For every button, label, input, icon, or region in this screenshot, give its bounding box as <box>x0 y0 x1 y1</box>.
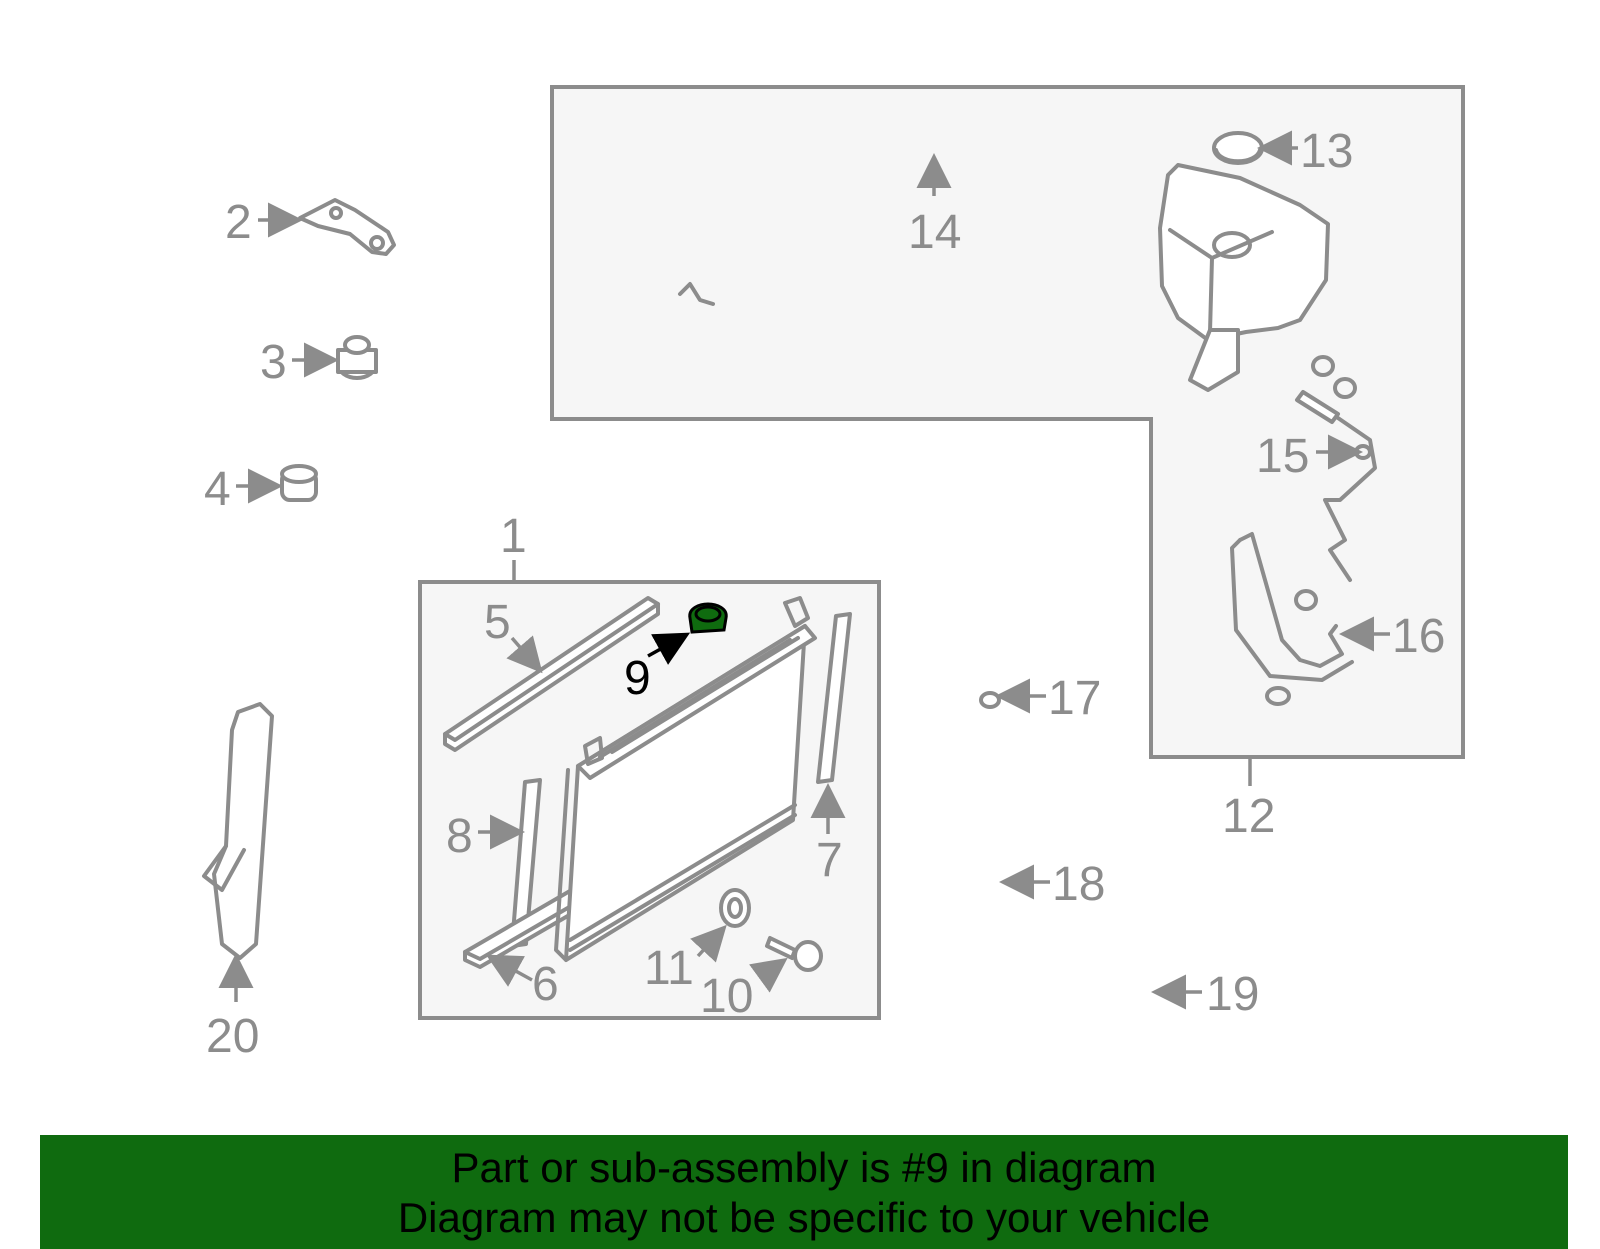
callout-2: 2 <box>225 196 303 249</box>
callout-18: 18 <box>999 858 1105 911</box>
svg-text:8: 8 <box>446 810 473 863</box>
svg-text:10: 10 <box>700 970 753 1023</box>
pipe-part-19[interactable] <box>981 984 1156 1058</box>
callout-4: 4 <box>204 463 283 516</box>
bushing-part-3[interactable] <box>336 335 378 380</box>
washer-part-11[interactable] <box>719 888 751 928</box>
svg-text:2: 2 <box>225 196 252 249</box>
svg-text:13: 13 <box>1300 125 1353 178</box>
callout-17: 17 <box>995 672 1101 725</box>
radiator-cap-part-9[interactable] <box>688 602 728 634</box>
callout-9: 9 <box>624 632 691 705</box>
seal-part-7[interactable] <box>816 612 852 784</box>
svg-text:14: 14 <box>908 206 961 259</box>
callout-20: 20 <box>206 953 259 1063</box>
bracket-part-2[interactable] <box>298 198 396 256</box>
hose-part-14[interactable] <box>612 122 1146 370</box>
svg-text:17: 17 <box>1048 672 1101 725</box>
svg-text:1: 1 <box>500 510 527 563</box>
callout-5: 5 <box>484 596 543 674</box>
callout-10: 10 <box>700 957 788 1023</box>
bolt-part-10[interactable] <box>765 936 823 972</box>
banner-line-1: Part or sub-assembly is #9 in diagram <box>451 1144 1157 1191</box>
bushing-part-4[interactable] <box>280 464 318 502</box>
seal-part-8[interactable] <box>510 778 542 948</box>
reservoir-tank <box>1158 163 1330 392</box>
hose-part-18[interactable] <box>942 826 996 891</box>
bracket-part-20[interactable] <box>202 702 274 960</box>
svg-text:19: 19 <box>1206 968 1259 1021</box>
callout-7: 7 <box>810 783 846 887</box>
svg-text:7: 7 <box>816 834 843 887</box>
callout-8: 8 <box>446 810 525 863</box>
callout-6: 6 <box>485 954 559 1011</box>
svg-text:16: 16 <box>1392 610 1445 663</box>
callout-16: 16 <box>1339 610 1445 663</box>
hose-part-15[interactable] <box>1295 355 1377 582</box>
callout-3: 3 <box>260 336 339 389</box>
svg-text:9: 9 <box>624 652 651 705</box>
svg-text:18: 18 <box>1052 858 1105 911</box>
callout-15: 15 <box>1256 430 1363 483</box>
svg-text:5: 5 <box>484 596 511 649</box>
callout-19: 19 <box>1151 968 1259 1021</box>
reservoir-cap-part-13[interactable] <box>1212 131 1264 165</box>
svg-text:15: 15 <box>1256 430 1309 483</box>
callout-11: 11 <box>644 924 727 995</box>
callout-1: 1 <box>500 510 527 582</box>
svg-text:6: 6 <box>532 958 559 1011</box>
banner-line-2: Diagram may not be specific to your vehi… <box>397 1194 1211 1241</box>
callout-14: 14 <box>908 153 961 259</box>
callout-12: 12 <box>1222 758 1275 843</box>
svg-text:20: 20 <box>206 1010 259 1063</box>
hose-part-17[interactable] <box>960 584 1007 709</box>
hose-part-16[interactable] <box>1230 532 1354 706</box>
radiator-core <box>554 596 817 962</box>
svg-text:12: 12 <box>1222 790 1275 843</box>
callout-13: 13 <box>1257 125 1353 178</box>
part-notice-banner: Part or sub-assembly is #9 in diagram Di… <box>40 1135 1568 1249</box>
seal-part-5[interactable] <box>443 596 660 752</box>
svg-text:11: 11 <box>644 942 694 995</box>
parts-diagram: 1 2 3 4 5 6 7 8 9 10 11 12 <box>202 85 1465 1063</box>
svg-text:4: 4 <box>204 463 231 516</box>
svg-text:3: 3 <box>260 336 287 389</box>
